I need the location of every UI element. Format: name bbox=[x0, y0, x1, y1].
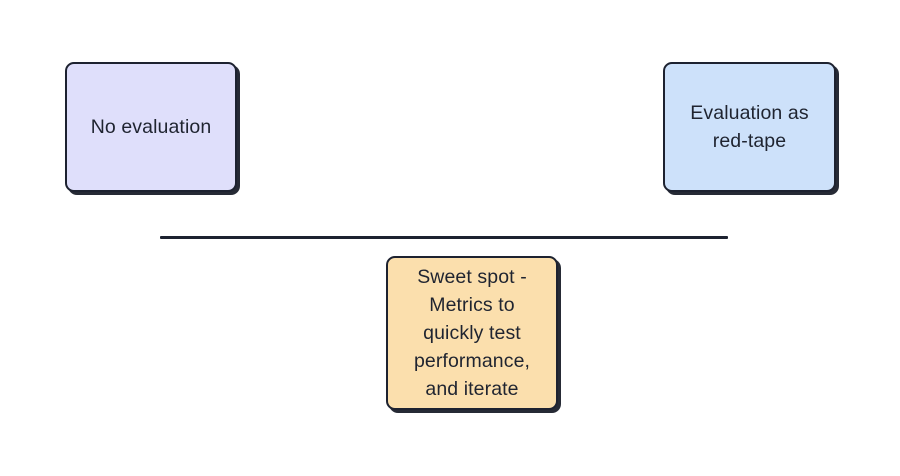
node-sweet-spot[interactable]: Sweet spot - Metrics to quickly test per… bbox=[386, 256, 558, 410]
node-evaluation-as-red-tape[interactable]: Evaluation as red-tape bbox=[663, 62, 836, 192]
node-no-evaluation-label: No evaluation bbox=[90, 116, 212, 138]
node-no-evaluation[interactable]: No evaluation bbox=[65, 62, 237, 192]
node-sweet-spot-label: Sweet spot - Metrics to quickly test per… bbox=[413, 266, 531, 400]
node-evaluation-as-red-tape-label: Evaluation as red-tape bbox=[690, 102, 809, 152]
spectrum-divider-line bbox=[160, 236, 728, 239]
